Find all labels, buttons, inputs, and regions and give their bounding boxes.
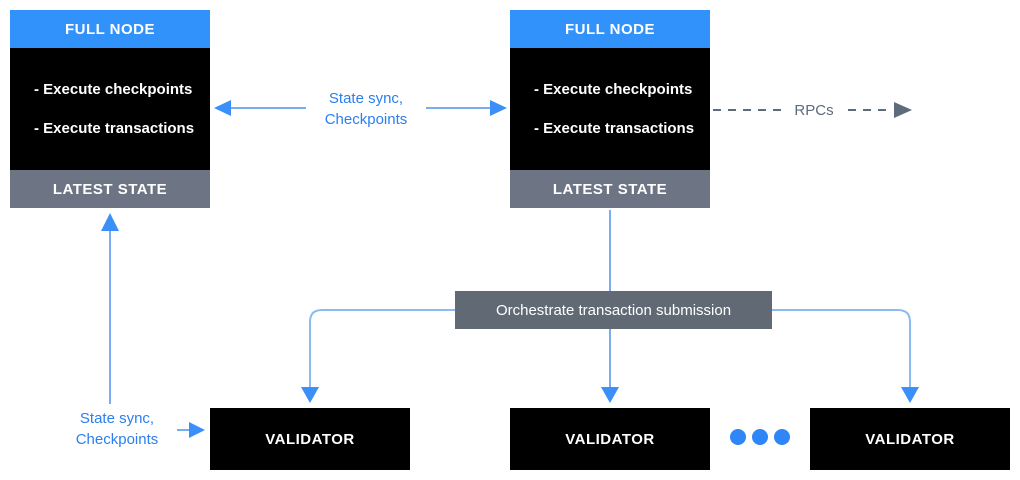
- state-sync-label-top: State sync, Checkpoints: [306, 88, 426, 130]
- up-arrowhead-icon: [101, 213, 119, 231]
- latest-state-bar: LATEST STATE: [10, 170, 210, 208]
- full-node-item: - Execute checkpoints: [534, 81, 693, 98]
- latest-state-bar: LATEST STATE: [510, 170, 710, 208]
- full-node-body: - Execute checkpoints - Execute transact…: [10, 48, 210, 170]
- rpcs-arrowhead-icon: [894, 102, 912, 118]
- validator-node-1: VALIDATOR: [210, 408, 410, 470]
- arrowhead-left-icon: [214, 100, 231, 116]
- full-node-left: FULL NODE - Execute checkpoints - Execut…: [10, 10, 210, 208]
- ellipsis-dot-icon: [774, 429, 790, 445]
- state-sync-label-line1: State sync,: [79, 410, 155, 427]
- down-arrowhead-right-icon: [901, 387, 919, 403]
- full-node-item: - Execute transactions: [34, 120, 195, 137]
- full-node-item: - Execute checkpoints: [34, 81, 193, 98]
- orchestrator-to-validator3-path: [772, 309, 911, 390]
- full-node-item: - Execute transactions: [534, 120, 695, 137]
- full-node-body: - Execute checkpoints - Execute transact…: [510, 48, 710, 170]
- ellipsis-dot-icon: [730, 429, 746, 445]
- arrowhead-right-icon: [490, 100, 507, 116]
- validator-node-2: VALIDATOR: [510, 408, 710, 470]
- state-sync-label-line1: State sync,: [328, 90, 404, 107]
- orchestrator-bar: Orchestrate transaction submission: [455, 291, 772, 329]
- orchestrator-to-validator1-path: [309, 309, 455, 390]
- full-node-header: FULL NODE: [510, 10, 710, 48]
- state-sync-label-line2: Checkpoints: [75, 431, 159, 448]
- ellipsis-dot-icon: [752, 429, 768, 445]
- down-arrowhead-mid-icon: [601, 387, 619, 403]
- rpcs-label: RPCs: [786, 100, 842, 121]
- state-sync-label-line2: Checkpoints: [324, 111, 408, 128]
- full-node-header: FULL NODE: [10, 10, 210, 48]
- down-arrowhead-left-icon: [301, 387, 319, 403]
- full-node-right: FULL NODE - Execute checkpoints - Execut…: [510, 10, 710, 208]
- validator-node-3: VALIDATOR: [810, 408, 1010, 470]
- right-arrowhead-small-icon: [189, 422, 205, 438]
- state-sync-label-bottom: State sync, Checkpoints: [57, 408, 177, 450]
